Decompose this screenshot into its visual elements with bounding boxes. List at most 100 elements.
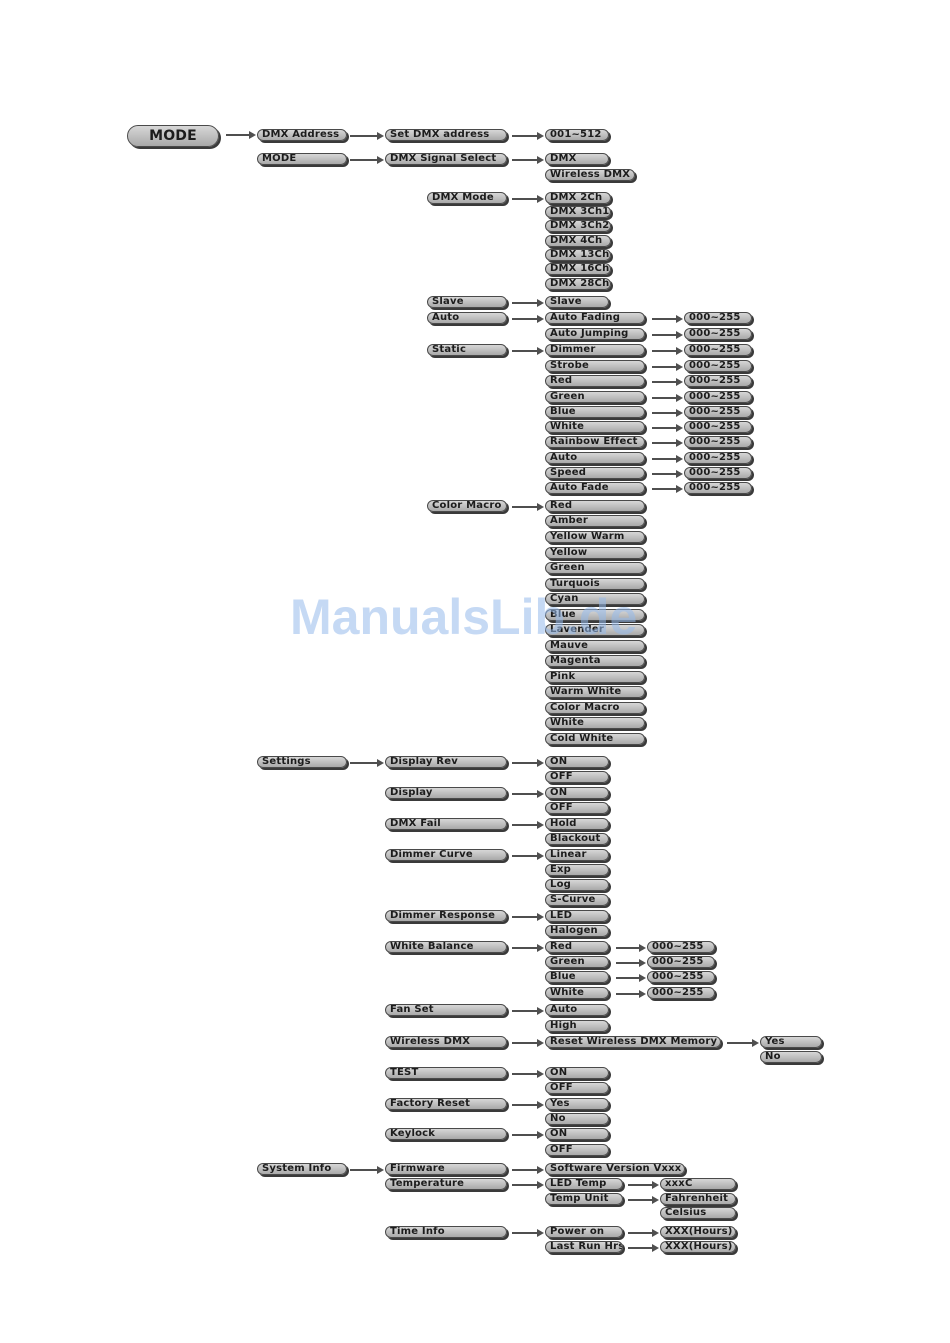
connector-arrow [512,299,544,307]
menu-node-range-255: 000~255 [684,344,752,356]
menu-node-cm-yellow: Yellow [545,547,645,559]
connector-arrow [652,470,683,478]
menu-node-temperature: Temperature [385,1178,507,1190]
menu-node-dm-2ch: DMX 2Ch [545,192,611,204]
menu-node-range-255: 000~255 [684,406,752,418]
menu-node-exp: Exp [545,864,609,876]
menu-node-range-255: 000~255 [684,328,752,340]
connector-arrow [652,347,683,355]
menu-node-dimmer-curve: Dimmer Curve [385,849,507,861]
menu-node-keylock: Keylock [385,1128,507,1140]
menu-node-hold: Hold [545,818,609,830]
menu-node-st-white: White [545,421,645,433]
connector-arrow [350,132,384,140]
menu-node-halogen: Halogen [545,925,609,937]
menu-node-slave-opt: Slave [545,296,609,308]
menu-node-last-run-hrs: Last Run Hrs [545,1241,623,1253]
menu-node-dm-4ch: DMX 4Ch [545,235,611,247]
menu-node-st-dimmer: Dimmer [545,344,645,356]
connector-arrow [628,1181,659,1189]
menu-node-dimmer-response: Dimmer Response [385,910,507,922]
menu-node-dmx-signal-select: DMX Signal Select [385,153,507,165]
connector-arrow [512,1039,544,1047]
menu-node-dmx-mode: DMX Mode [427,192,507,204]
menu-node-auto-jumping: Auto Jumping [545,328,645,340]
connector-arrow [512,790,544,798]
menu-node-cm-green: Green [545,562,645,574]
connector-arrow [628,1244,659,1252]
connector-arrow [512,132,544,140]
menu-node-fahrenheit: Fahrenheit [660,1193,736,1205]
connector-arrow [512,1229,544,1237]
menu-node-sig-wireless-dmx: Wireless DMX [545,169,635,181]
menu-node-range-255: 000~255 [684,391,752,403]
connector-arrow [350,156,384,164]
menu-node-range-255: 000~255 [684,452,752,464]
menu-node-cm-pink: Pink [545,671,645,683]
menu-node-st-speed: Speed [545,467,645,479]
menu-node-led: LED [545,910,609,922]
menu-node-fan-set: Fan Set [385,1004,507,1016]
menu-node-linear: Linear [545,849,609,861]
menu-node-power-on: Power on [545,1226,623,1238]
menu-node-cm-amber: Amber [545,515,645,527]
menu-node-off: OFF [545,1082,609,1094]
menu-node-dm-3ch2: DMX 3Ch2 [545,220,611,232]
connector-arrow [512,315,544,323]
menu-node-range-255: 000~255 [684,436,752,448]
menu-node-range-255: 000~255 [684,312,752,324]
menu-node-dm-3ch1: DMX 3Ch1 [545,206,611,218]
menu-node-dm-28ch: DMX 28Ch [545,278,611,290]
menu-node-dm-13ch: DMX 13Ch [545,249,611,261]
menu-node-range-255: 000~255 [684,421,752,433]
connector-arrow [652,409,683,417]
menu-node-cm-red: Red [545,500,645,512]
menu-node-auto-fading: Auto Fading [545,312,645,324]
menu-node-range-255: 000~255 [684,467,752,479]
menu-node-static: Static [427,344,507,356]
menu-node-wb-green: Green [545,956,609,968]
menu-node-auto: Auto [427,312,507,324]
menu-node-dmx-fail: DMX Fail [385,818,507,830]
connector-arrow [512,347,544,355]
menu-node-st-blue: Blue [545,406,645,418]
connector-arrow [652,331,683,339]
menu-node-mode: MODE [257,153,347,165]
menu-node-cm-cold-white: Cold White [545,733,645,745]
menu-node-range-255: 000~255 [684,375,752,387]
menu-node-st-rainbow: Rainbow Effect [545,436,645,448]
connector-arrow [512,156,544,164]
menu-node-wb-red: Red [545,941,609,953]
connector-arrow [512,195,544,203]
connector-arrow [512,944,544,952]
connector-arrow [512,1131,544,1139]
menu-node-celsius: Celsius [660,1207,736,1219]
menu-node-range-255: 000~255 [647,956,715,968]
menu-node-on: ON [545,756,609,768]
menu-node-no: No [760,1051,822,1063]
connector-arrow [512,821,544,829]
menu-node-off: OFF [545,771,609,783]
menu-node-st-auto-fade: Auto Fade [545,482,645,494]
menu-node-xxx-hours: XXX(Hours) [660,1241,736,1253]
connector-arrow [512,503,544,511]
menu-node-yes: Yes [545,1098,609,1110]
menu-node-no: No [545,1113,609,1125]
menu-node-wireless-dmx: Wireless DMX [385,1036,507,1048]
menu-node-range-255: 000~255 [684,360,752,372]
connector-arrow [512,1181,544,1189]
menu-node-software-version: Software Version Vxxx [545,1163,685,1175]
menu-node-dmx-address: DMX Address [257,129,347,141]
menu-node-cm-white: White [545,717,645,729]
menu-node-xxx-hours: XXX(Hours) [660,1226,736,1238]
menu-node-st-green: Green [545,391,645,403]
menu-node-fan-high: High [545,1020,609,1032]
connector-arrow [652,363,683,371]
menu-node-on: ON [545,1067,609,1079]
connector-arrow [512,1101,544,1109]
menu-node-cm-color-macro: Color Macro [545,702,645,714]
connector-arrow [652,424,683,432]
menu-node-test: TEST [385,1067,507,1079]
menu-node-cm-blue: Blue [545,609,645,621]
menu-node-yes: Yes [760,1036,822,1048]
